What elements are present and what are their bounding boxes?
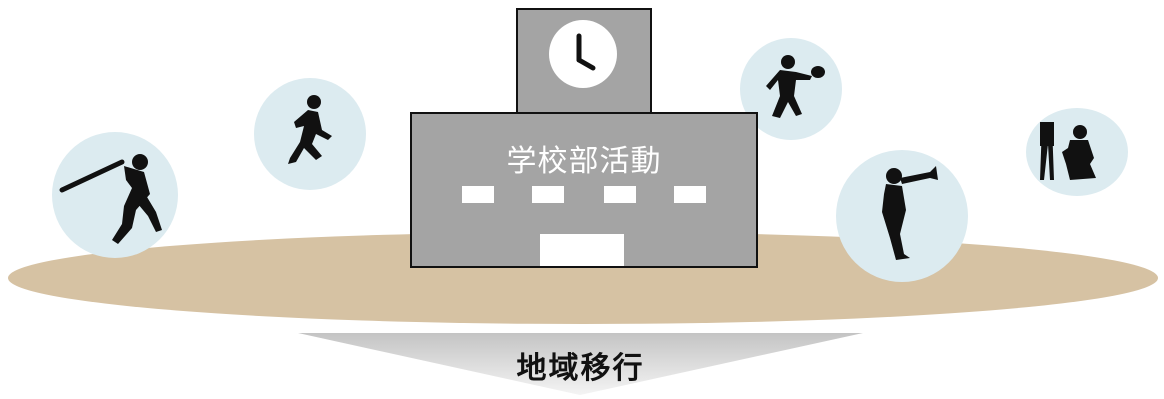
table-tennis-player-icon: [766, 55, 825, 118]
runner-icon: [288, 95, 332, 164]
baseball-batter-icon: [59, 154, 162, 244]
clock-icon: [549, 20, 617, 88]
baseball-activity-circle: [52, 132, 178, 258]
painting-activity-circle: [1026, 108, 1128, 196]
painter-easel-icon: [1040, 122, 1096, 180]
window: [532, 186, 564, 203]
school-building-icon: 学校部活動: [410, 112, 758, 268]
school-club-activities-label: 学校部活動: [506, 144, 662, 179]
regional-transition-arrow: 地域移行: [298, 333, 863, 395]
window: [462, 186, 494, 203]
school-door: [540, 234, 624, 266]
regional-transition-label: 地域移行: [516, 351, 645, 386]
running-activity-circle: [254, 78, 366, 190]
down-arrow-banner: [298, 333, 863, 395]
window: [674, 186, 706, 203]
trumpet-activity-circle: [836, 150, 968, 282]
trumpet-player-icon: [882, 166, 938, 260]
window: [604, 186, 636, 203]
